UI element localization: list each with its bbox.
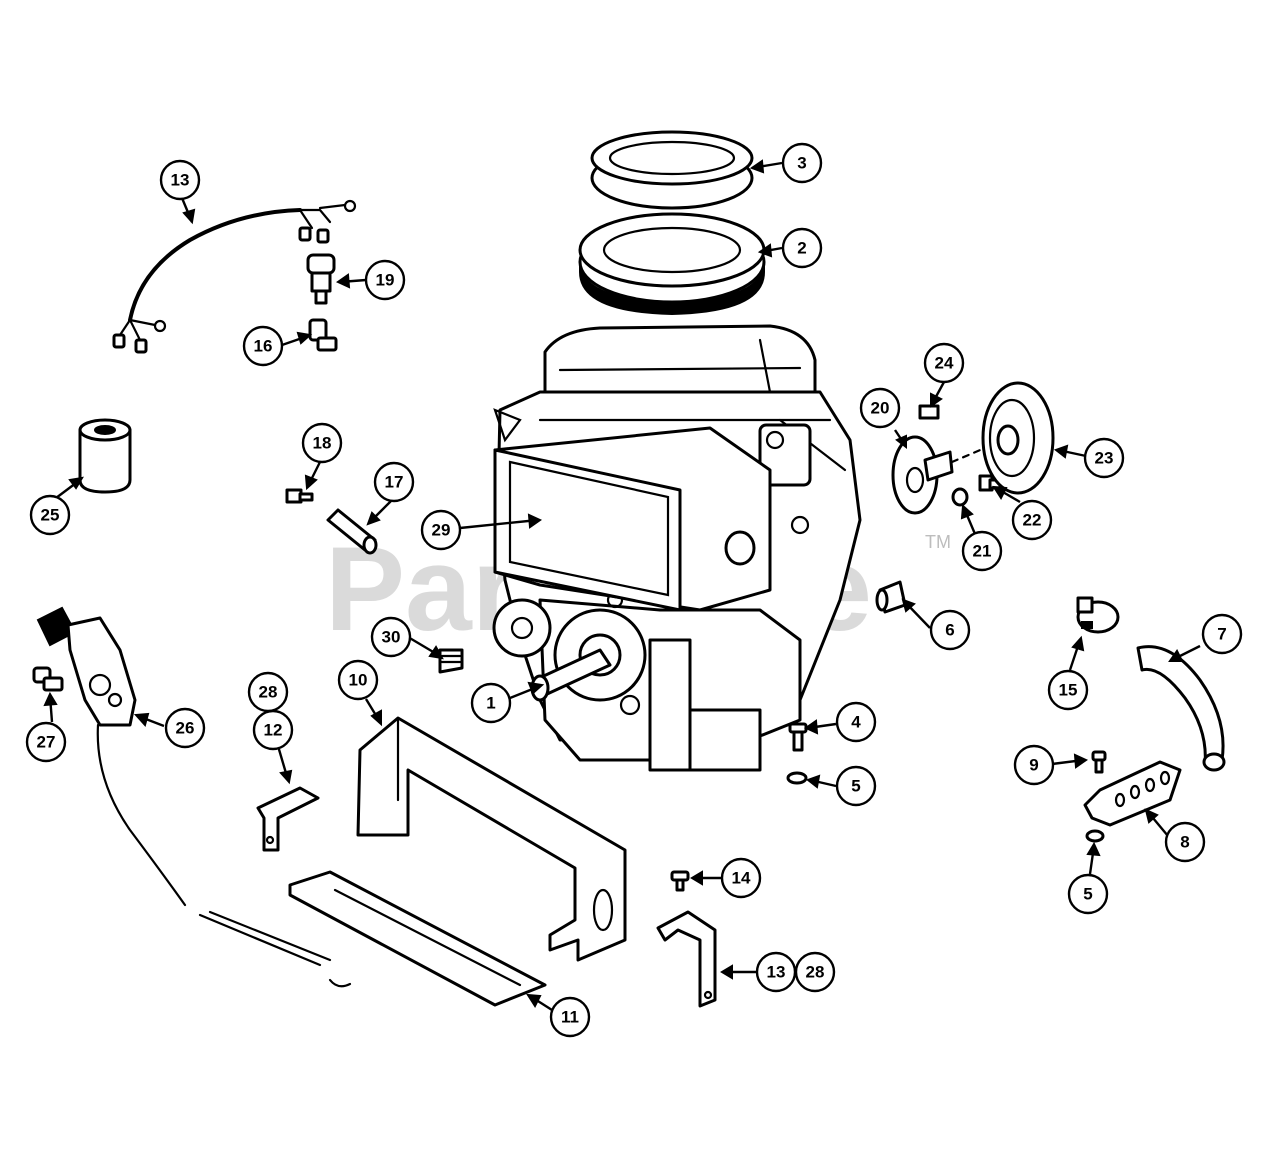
svg-text:25: 25 bbox=[41, 506, 60, 525]
part-screw-9 bbox=[1091, 750, 1107, 774]
callout-3: 3 bbox=[781, 142, 823, 184]
part-air-cleaner-cover bbox=[590, 130, 754, 210]
callout-5-right: 5 bbox=[1067, 873, 1109, 915]
callout-5-center: 5 bbox=[835, 765, 877, 807]
svg-text:13: 13 bbox=[171, 171, 190, 190]
svg-text:1: 1 bbox=[486, 694, 495, 713]
callout-26: 26 bbox=[164, 707, 206, 749]
callout-13-harness: 13 bbox=[159, 159, 201, 201]
callout-16: 16 bbox=[242, 325, 284, 367]
svg-text:4: 4 bbox=[851, 713, 861, 732]
svg-text:5: 5 bbox=[851, 777, 860, 796]
part-small-bracket bbox=[256, 786, 320, 852]
part-bracket-13 bbox=[656, 910, 717, 1008]
svg-text:15: 15 bbox=[1059, 681, 1078, 700]
callout-28-left: 28 bbox=[247, 671, 289, 713]
callout-25: 25 bbox=[29, 494, 71, 536]
part-wiring-harness bbox=[112, 199, 357, 354]
svg-text:7: 7 bbox=[1217, 625, 1226, 644]
svg-text:14: 14 bbox=[732, 869, 751, 888]
svg-text:13: 13 bbox=[767, 963, 786, 982]
part-key-24 bbox=[918, 404, 940, 420]
callout-11: 11 bbox=[549, 996, 591, 1038]
svg-text:8: 8 bbox=[1180, 833, 1189, 852]
callout-14: 14 bbox=[720, 857, 762, 899]
svg-text:21: 21 bbox=[973, 542, 992, 561]
svg-text:2: 2 bbox=[797, 239, 806, 258]
svg-text:17: 17 bbox=[385, 473, 404, 492]
callout-13-bracket: 13 bbox=[755, 951, 797, 993]
part-bottom-plate-11 bbox=[288, 870, 547, 1007]
part-bolt-27 bbox=[32, 666, 64, 692]
part-air-filter bbox=[578, 212, 766, 316]
part-hub-20 bbox=[891, 435, 954, 515]
part-blower-shroud bbox=[493, 426, 772, 612]
callout-29: 29 bbox=[420, 509, 462, 551]
callout-7: 7 bbox=[1201, 613, 1243, 655]
svg-text:23: 23 bbox=[1095, 449, 1114, 468]
part-tube-17 bbox=[326, 508, 378, 555]
callout-22: 22 bbox=[1011, 499, 1053, 541]
part-elbow-fitting bbox=[308, 318, 338, 352]
svg-text:28: 28 bbox=[806, 963, 825, 982]
svg-text:24: 24 bbox=[935, 354, 954, 373]
svg-text:29: 29 bbox=[432, 521, 451, 540]
svg-text:30: 30 bbox=[382, 628, 401, 647]
svg-text:6: 6 bbox=[945, 621, 954, 640]
callout-27: 27 bbox=[25, 721, 67, 763]
callout-15: 15 bbox=[1047, 669, 1089, 711]
svg-text:16: 16 bbox=[254, 337, 273, 356]
callout-12: 12 bbox=[252, 709, 294, 751]
watermark-trademark: TM bbox=[925, 532, 951, 552]
part-washer-5-center bbox=[786, 771, 808, 785]
part-hose-clamp-15 bbox=[1076, 596, 1120, 634]
part-bracket-8 bbox=[1083, 760, 1182, 827]
leader-lines bbox=[43, 159, 1201, 1012]
part-oil-filter bbox=[78, 418, 132, 494]
callout-19: 19 bbox=[364, 259, 406, 301]
part-nut-21 bbox=[951, 487, 969, 507]
part-baffle-10 bbox=[356, 716, 627, 962]
callout-17: 17 bbox=[373, 461, 415, 503]
callout-8: 8 bbox=[1164, 821, 1206, 863]
part-hose-7 bbox=[1136, 645, 1226, 772]
svg-text:20: 20 bbox=[871, 399, 890, 418]
svg-text:10: 10 bbox=[349, 671, 368, 690]
svg-text:11: 11 bbox=[561, 1008, 579, 1027]
svg-text:26: 26 bbox=[176, 719, 195, 738]
svg-text:12: 12 bbox=[264, 721, 283, 740]
callout-28-right: 28 bbox=[794, 951, 836, 993]
callout-4: 4 bbox=[835, 701, 877, 743]
part-screw-14 bbox=[670, 870, 690, 892]
svg-text:19: 19 bbox=[376, 271, 395, 290]
svg-text:3: 3 bbox=[797, 154, 806, 173]
callout-18: 18 bbox=[301, 422, 343, 464]
svg-text:22: 22 bbox=[1023, 511, 1042, 530]
callout-2: 2 bbox=[781, 227, 823, 269]
callout-10: 10 bbox=[337, 659, 379, 701]
svg-text:5: 5 bbox=[1083, 885, 1092, 904]
part-throttle-control bbox=[36, 606, 352, 988]
callout-30: 30 bbox=[370, 616, 412, 658]
svg-text:9: 9 bbox=[1029, 756, 1038, 775]
part-clip-6 bbox=[875, 580, 907, 614]
part-pulley-23 bbox=[981, 381, 1055, 495]
part-bolt-4 bbox=[788, 722, 808, 752]
part-fitting-30 bbox=[438, 648, 464, 674]
callout-20: 20 bbox=[859, 387, 901, 429]
svg-text:28: 28 bbox=[259, 683, 278, 702]
callout-9: 9 bbox=[1013, 744, 1055, 786]
part-pressure-switch bbox=[306, 253, 336, 305]
part-washer-5-right bbox=[1085, 829, 1105, 843]
part-bolt-18 bbox=[285, 488, 314, 504]
callout-21: 21 bbox=[961, 530, 1003, 572]
callout-6: 6 bbox=[929, 609, 971, 651]
callout-24: 24 bbox=[923, 342, 965, 384]
callout-1: 1 bbox=[470, 682, 512, 724]
svg-text:27: 27 bbox=[37, 733, 56, 752]
svg-text:18: 18 bbox=[313, 434, 332, 453]
callout-23: 23 bbox=[1083, 437, 1125, 479]
